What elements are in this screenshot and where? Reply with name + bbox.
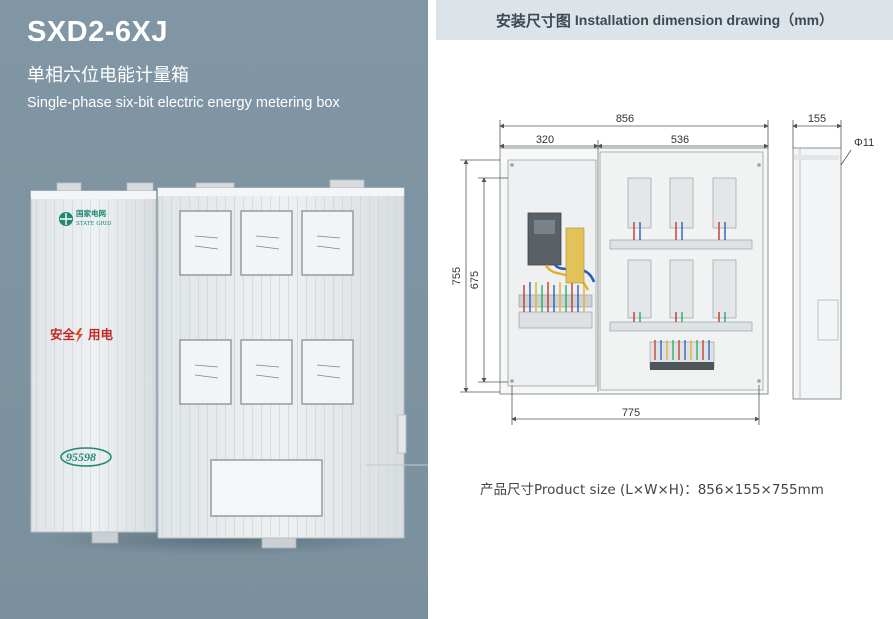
dim-height-outer: 755 — [451, 267, 463, 285]
meter-rails — [609, 239, 753, 332]
meter-wiring — [633, 222, 726, 322]
front-view — [499, 147, 769, 395]
dim-right-width: 536 — [671, 134, 689, 146]
product-size-text: 产品尺寸Product size (L×W×H)：856×155×755mm — [480, 482, 824, 498]
meter-windows — [179, 210, 354, 405]
meter-window-markings — [194, 235, 341, 379]
product-name-en: Single-phase six-bit electric energy met… — [27, 95, 340, 111]
drawing-header: 安装尺寸图 Installation dimension drawing（mm） — [436, 0, 893, 40]
product-photo-panel: SXD2-6XJ 单相六位电能计量箱 Single-phase six-bit … — [0, 0, 428, 619]
svg-text:用电: 用电 — [87, 327, 114, 342]
dim-hole: Φ11 — [854, 137, 874, 149]
svg-text:国家电网: 国家电网 — [76, 208, 106, 218]
drawing-header-en: Installation dimension drawing（mm） — [574, 12, 834, 28]
hotline-logo: 95598 — [60, 447, 112, 467]
breaker-access-window — [210, 459, 323, 517]
left-cabinet — [30, 190, 157, 533]
dim-depth: 155 — [808, 113, 826, 125]
drawing-header-cn: 安装尺寸图 — [495, 11, 571, 30]
dim-mount-width: 775 — [622, 407, 640, 419]
left-terminal-strip — [518, 227, 596, 329]
lightning-icon — [75, 328, 83, 343]
meter-holders — [627, 177, 737, 319]
svg-text:STATE GRID: STATE GRID — [76, 221, 112, 227]
dim-left-width: 320 — [536, 134, 554, 146]
dim-height-inner: 675 — [469, 271, 481, 289]
bottom-mounting-tabs — [91, 530, 297, 549]
svg-text:95598: 95598 — [66, 450, 96, 464]
installation-drawing: 856 320 536 155 Φ11 755 675 775 — [451, 113, 874, 425]
dimension-drawing-panel: 安装尺寸图 Installation dimension drawing（mm） — [428, 0, 893, 619]
state-grid-logo-icon: 国家电网 STATE GRID — [59, 208, 112, 227]
dim-total-width: 856 — [616, 113, 634, 125]
svg-text:安全: 安全 — [50, 327, 76, 342]
metering-box-photo: 国家电网 STATE GRID 安全 用电 95598 — [30, 179, 428, 549]
bottom-terminal-strip — [649, 340, 715, 370]
side-view — [792, 147, 852, 400]
dimension-lines — [460, 120, 842, 425]
model-title: SXD2-6XJ — [27, 16, 169, 48]
safety-label: 安全 用电 — [50, 327, 114, 343]
product-name-cn: 单相六位电能计量箱 — [27, 65, 189, 86]
